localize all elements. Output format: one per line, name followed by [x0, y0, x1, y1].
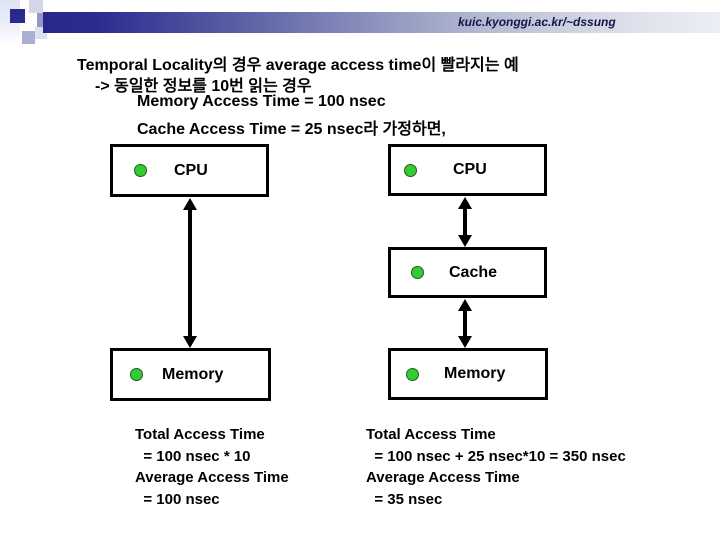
- left-memory-box: Memory: [110, 348, 271, 401]
- result-line: = 100 nsec: [135, 490, 220, 508]
- deco-square: [10, 9, 25, 23]
- result-line: Average Access Time: [366, 469, 520, 486]
- title-line-4: Cache Access Time = 25 nsec라 가정하면,: [137, 121, 446, 138]
- green-dot-icon: [134, 164, 147, 177]
- left-memory-label: Memory: [162, 365, 224, 383]
- title-line-3: Memory Access Time = 100 nsec: [137, 93, 386, 110]
- result-line: Average Access Time: [135, 469, 289, 486]
- result-line: = 100 nsec * 10: [135, 447, 251, 465]
- right-memory-box: Memory: [388, 348, 548, 400]
- green-dot-icon: [406, 367, 419, 381]
- result-line: Total Access Time: [135, 426, 265, 443]
- header-url-text: kuic.kyonggi.ac.kr/~dssung: [458, 15, 616, 29]
- right-cpu-box: CPU: [388, 144, 547, 196]
- right-cache-label: Cache: [449, 263, 498, 281]
- right-cache-box: Cache: [388, 247, 547, 298]
- arrow-down-icon: [458, 235, 472, 247]
- deco-square: [29, 0, 43, 13]
- results-left-column: Total Access Time = 100 nsec * 10 Averag…: [135, 424, 289, 510]
- arrow-shaft: [463, 309, 467, 338]
- header-gradient-bar: kuic.kyonggi.ac.kr/~dssung: [43, 12, 720, 33]
- results-right-column: Total Access Time = 100 nsec + 25 nsec*1…: [366, 424, 626, 510]
- result-line: = 100 nsec + 25 nsec*10 = 350 nsec: [366, 447, 626, 465]
- green-dot-icon: [130, 368, 143, 381]
- left-cpu-label: CPU: [174, 161, 208, 179]
- deco-square: [22, 31, 35, 44]
- arrow-shaft: [463, 207, 467, 237]
- title-line-1: Temporal Locality의 경우 average access tim…: [77, 57, 519, 74]
- arrow-up-icon: [458, 299, 472, 311]
- arrow-up-icon: [183, 198, 197, 210]
- green-dot-icon: [411, 266, 424, 279]
- arrow-up-icon: [458, 197, 472, 209]
- result-line: Total Access Time: [366, 426, 496, 443]
- right-cpu-label: CPU: [453, 161, 487, 178]
- arrow-down-icon: [458, 336, 472, 348]
- green-dot-icon: [404, 163, 417, 177]
- left-cpu-box: CPU: [110, 144, 269, 197]
- title-line-2: -> 동일한 정보를 10번 읽는 경우: [95, 78, 312, 95]
- right-memory-label: Memory: [444, 365, 506, 382]
- arrow-down-icon: [183, 336, 197, 348]
- result-line: = 35 nsec: [366, 490, 443, 508]
- arrow-shaft: [188, 209, 192, 337]
